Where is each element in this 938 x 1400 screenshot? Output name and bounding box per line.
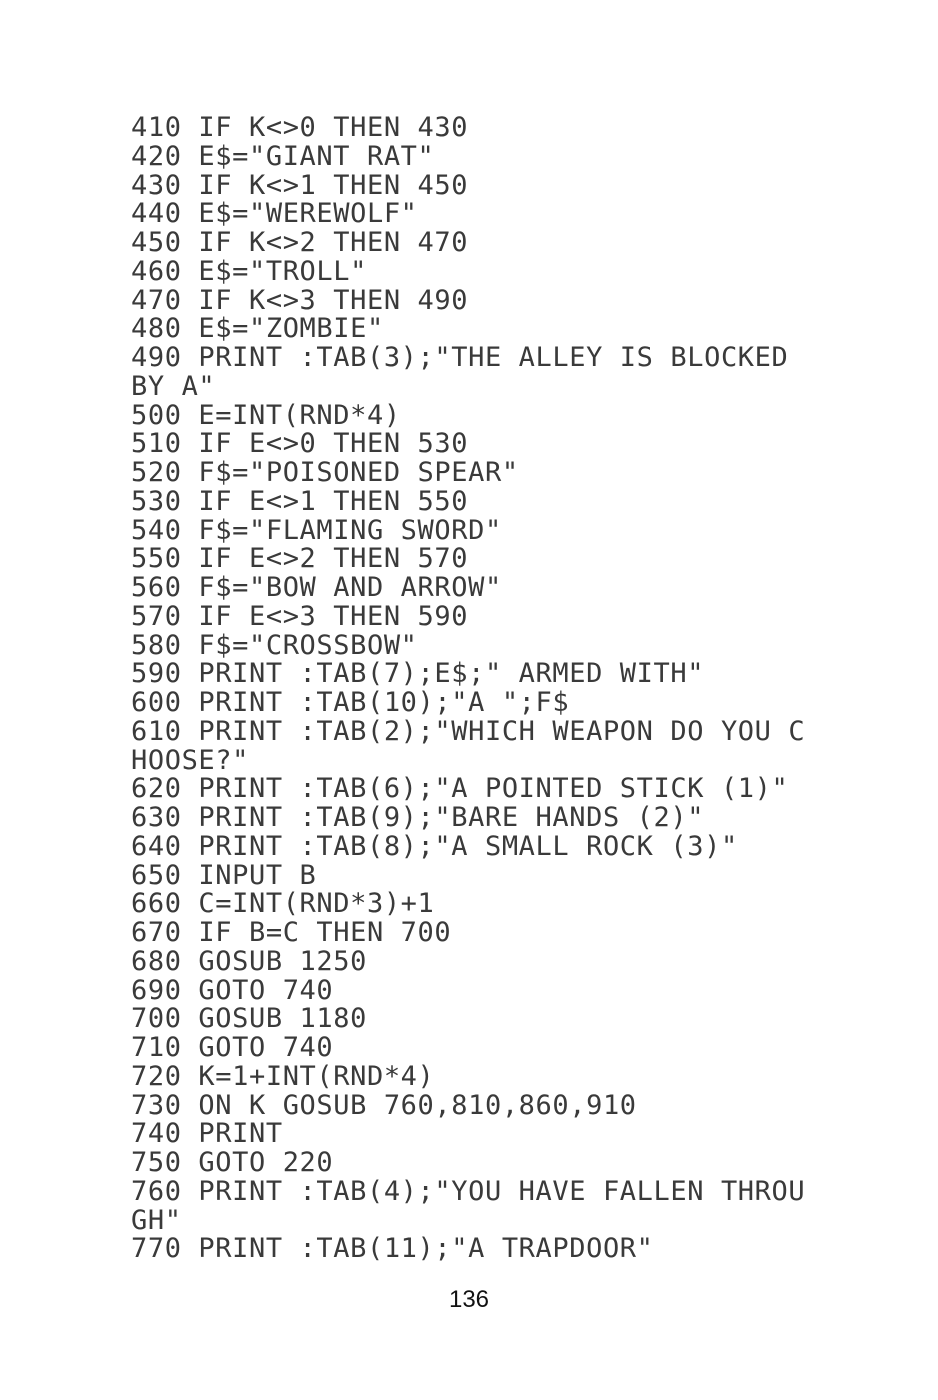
code-line: 490 PRINT :TAB(3);"THE ALLEY IS BLOCKED: [131, 342, 789, 373]
code-line: 450 IF K<>2 THEN 470: [131, 227, 469, 258]
code-line: 700 GOSUB 1180: [131, 1003, 367, 1035]
code-line: 480 E$="ZOMBIE": [131, 313, 384, 345]
code-line: 730 ON K GOSUB 760,810,860,910: [131, 1089, 637, 1121]
code-line: 650 INPUT B: [131, 859, 317, 891]
code-line: 540 F$="FLAMING SWORD": [131, 514, 502, 546]
code-line: 720 K=1+INT(RND*4): [131, 1060, 435, 1092]
code-line: 690 GOTO 740: [131, 974, 334, 1006]
code-line: 590 PRINT :TAB(7);E$;" ARMED WITH": [131, 658, 705, 690]
code-line: 660 C=INT(RND*3)+1: [131, 888, 435, 920]
code-line: 760 PRINT :TAB(4);"YOU HAVE FALLEN THROU: [131, 1175, 806, 1207]
code-line: 460 E$="TROLL": [131, 255, 367, 287]
code-line: BY A": [131, 370, 216, 402]
code-line: 440 E$="WEREWOLF": [131, 198, 418, 230]
code-line: 510 IF E<>0 THEN 530: [131, 428, 469, 460]
code-line: 630 PRINT :TAB(9);"BARE HANDS (2)": [131, 802, 705, 833]
code-line: 670 IF B=C THEN 700: [131, 917, 452, 948]
code-line: 560 F$="BOW AND ARROW": [131, 572, 502, 603]
code-line: 410 IF K<>0 THEN 430: [131, 112, 469, 143]
code-line: 430 IF K<>1 THEN 450: [131, 169, 469, 201]
code-line: 550 IF E<>2 THEN 570: [131, 543, 469, 575]
code-line: 570 IF E<>3 THEN 590: [131, 600, 469, 632]
code-line: 600 PRINT :TAB(10);"A ";F$: [131, 687, 570, 718]
code-line: 580 F$="CROSSBOW": [131, 629, 418, 661]
page-number: 136: [448, 1286, 490, 1313]
code-line: 740 PRINT: [131, 1118, 283, 1150]
code-line: 470 IF K<>3 THEN 490: [131, 284, 469, 316]
code-line: 520 F$="POISONED SPEAR": [131, 457, 519, 488]
code-line: 500 E=INT(RND*4): [131, 399, 401, 431]
code-line: 640 PRINT :TAB(8);"A SMALL ROCK (3)": [131, 830, 738, 862]
code-line: 680 GOSUB 1250: [131, 945, 367, 977]
code-line: 610 PRINT :TAB(2);"WHICH WEAPON DO YOU C: [131, 715, 806, 747]
code-line: 770 PRINT :TAB(11);"A TRAPDOOR": [131, 1233, 654, 1265]
code-line: 620 PRINT :TAB(6);"A POINTED STICK (1)": [131, 773, 789, 805]
code-line: 750 GOTO 220: [131, 1147, 334, 1178]
code-line: GH": [131, 1204, 182, 1236]
code-line: 710 GOTO 740: [131, 1032, 334, 1063]
code-line: 530 IF E<>1 THEN 550: [131, 485, 469, 517]
code-line: HOOSE?": [131, 744, 249, 776]
code-line: 420 E$="GIANT RAT": [131, 140, 435, 172]
